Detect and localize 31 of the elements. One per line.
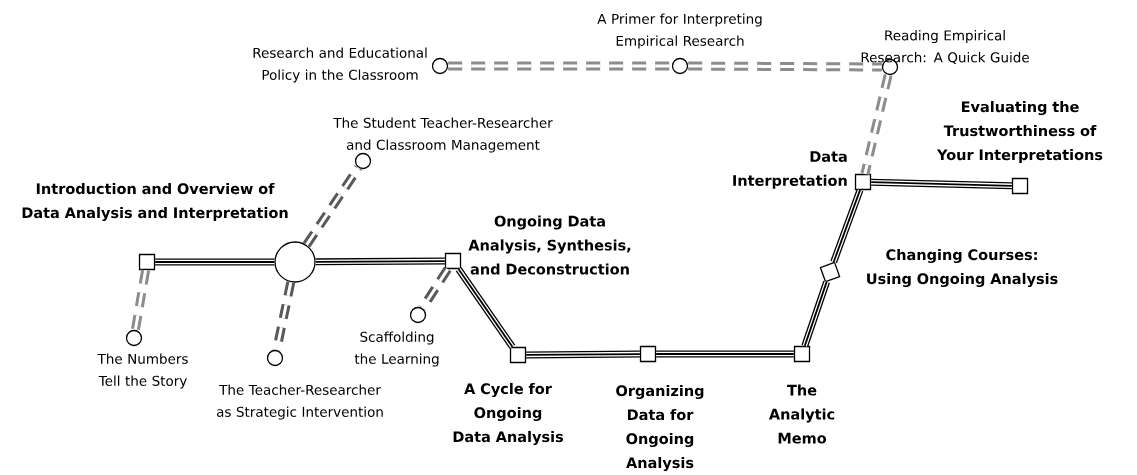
dashed-connector bbox=[130, 269, 151, 331]
station-label: Scaffolding the Learning bbox=[354, 331, 439, 367]
track-line bbox=[455, 267, 516, 349]
dashed-connector bbox=[688, 61, 882, 72]
dashed-connector bbox=[860, 73, 893, 175]
station-label: A Cycle for Ongoing Data Analysis bbox=[453, 382, 563, 446]
station-label: Evaluating the Trustworthiness of Your Interpretations bbox=[936, 101, 1103, 163]
track-line bbox=[154, 258, 276, 266]
station-label: A Primer for Interpreting Empirical Research bbox=[597, 13, 762, 49]
track-line bbox=[655, 350, 795, 358]
track-line bbox=[870, 178, 1013, 190]
interchange-circle bbox=[274, 241, 316, 283]
station-label: Changing Courses: Using Ongoing Analysis bbox=[867, 248, 1058, 288]
dashed-connector bbox=[448, 61, 672, 71]
station-label: Introduction and Overview of Data Analysis and Interpretation bbox=[22, 182, 288, 222]
station-label: Data Interpretation bbox=[733, 151, 847, 189]
station-label: Research and Educational Policy in the Classroom bbox=[253, 47, 427, 83]
station-label: Organizing Data for Ongoing Analysis bbox=[616, 384, 704, 472]
station-label: Ongoing Data Analysis, Synthesis, and Deconstruction bbox=[468, 215, 631, 275]
station-label: The Teacher-Researcher as Strategic Intervention bbox=[216, 384, 383, 420]
track-line bbox=[830, 188, 864, 264]
track-line bbox=[314, 257, 446, 266]
track-line bbox=[801, 280, 830, 347]
dashed-connector bbox=[418, 266, 452, 311]
track-line bbox=[525, 350, 641, 359]
station-label: The Student Teacher-Researcher and Classroom Management bbox=[333, 117, 553, 153]
station-label: Reading Empirical Research: A Quick Guide bbox=[861, 30, 1029, 64]
dashed-connector bbox=[272, 281, 296, 351]
station-label: The Numbers Tell the Story bbox=[97, 353, 188, 389]
dashed-connector bbox=[302, 165, 363, 248]
station-label: The Analytic Memo bbox=[768, 384, 835, 444]
